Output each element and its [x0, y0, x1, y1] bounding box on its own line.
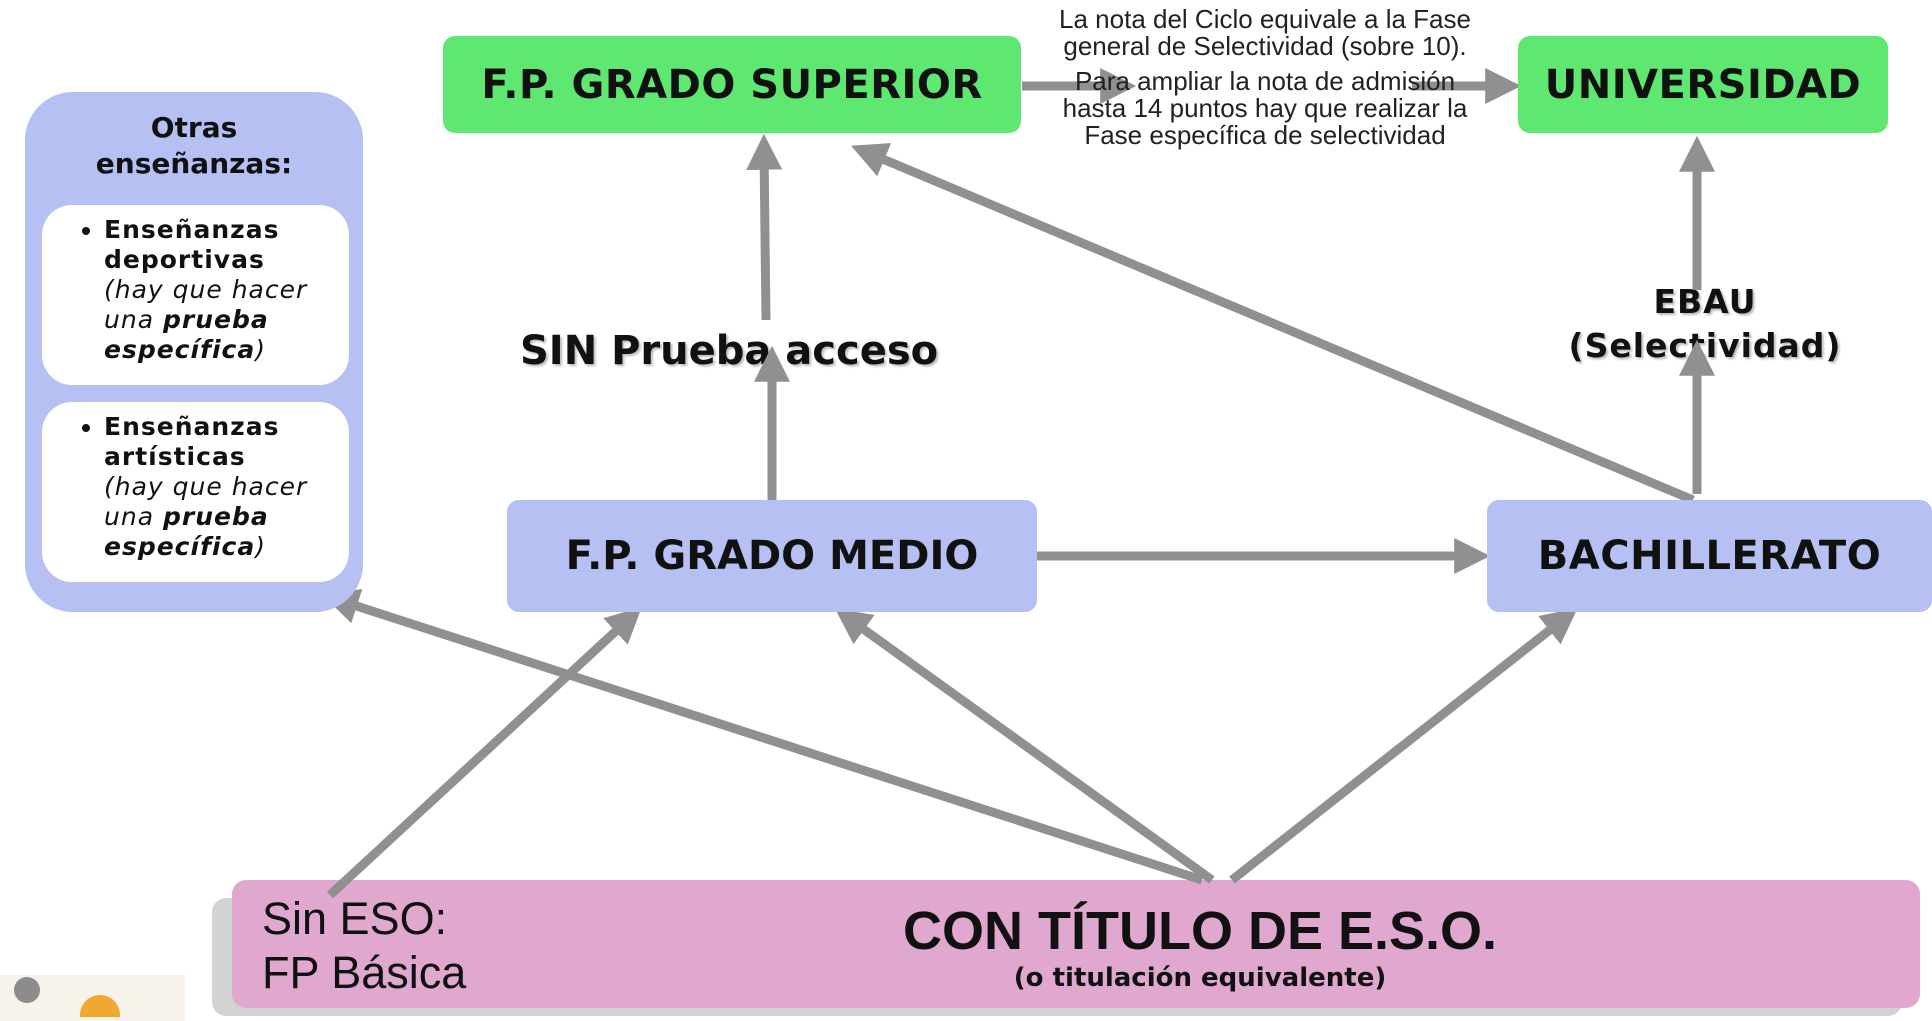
- ebau-label: EBAU (Selectividad): [1565, 280, 1845, 368]
- eso-bar: [232, 880, 1920, 1008]
- con-titulo-eso-label: CON TÍTULO DE E.S.O.: [902, 901, 1498, 961]
- selectividad-label: (Selectividad): [1568, 326, 1842, 365]
- otras-ensenanzas-title: Otras enseñanzas:: [95, 111, 293, 180]
- ebau-title: EBAU: [1653, 282, 1757, 321]
- arrow-eso-to-medio: [834, 608, 1215, 884]
- ensenanzas-artisticas-card: Enseñanzas artísticas (hay que hacer una…: [42, 402, 349, 582]
- arrow-fpbasica-to-medio: [326, 607, 642, 899]
- arrow-sinprueba-to-superior: [746, 133, 783, 321]
- ensenanzas-deportivas-card: Enseñanzas deportivas (hay que hacer una…: [42, 205, 349, 385]
- note-line-2: Para ampliar la nota de admisión hasta 1…: [1062, 66, 1468, 150]
- item-name: Enseñanzas artísticas: [104, 412, 280, 471]
- corner-illustration: [0, 975, 185, 1021]
- titulacion-equivalente-label: (o titulación equivalente): [1013, 963, 1387, 993]
- note-line-1: La nota del Ciclo equivale a la Fase gen…: [1059, 4, 1471, 61]
- otras-ensenanzas-panel: Otras enseñanzas: Enseñanzas deportivas …: [25, 92, 363, 612]
- universidad-box: UNIVERSIDAD: [1518, 36, 1888, 133]
- bachillerato-box: BACHILLERATO: [1487, 500, 1932, 612]
- fp-grado-medio-box: F.P. GRADO MEDIO: [507, 500, 1037, 612]
- arrow-eso-to-otras: [322, 588, 1204, 885]
- sin-eso-label: Sin ESO: FP Básica: [262, 893, 467, 998]
- fp-grado-superior-box: F.P. GRADO SUPERIOR: [443, 36, 1021, 133]
- sin-prueba-label: SIN Prueba acceso: [520, 328, 939, 374]
- arrow-eso-to-bachillerato: [1229, 607, 1578, 884]
- admission-note: La nota del Ciclo equivale a la Fase gen…: [1055, 6, 1475, 149]
- item-name: Enseñanzas deportivas: [104, 215, 280, 274]
